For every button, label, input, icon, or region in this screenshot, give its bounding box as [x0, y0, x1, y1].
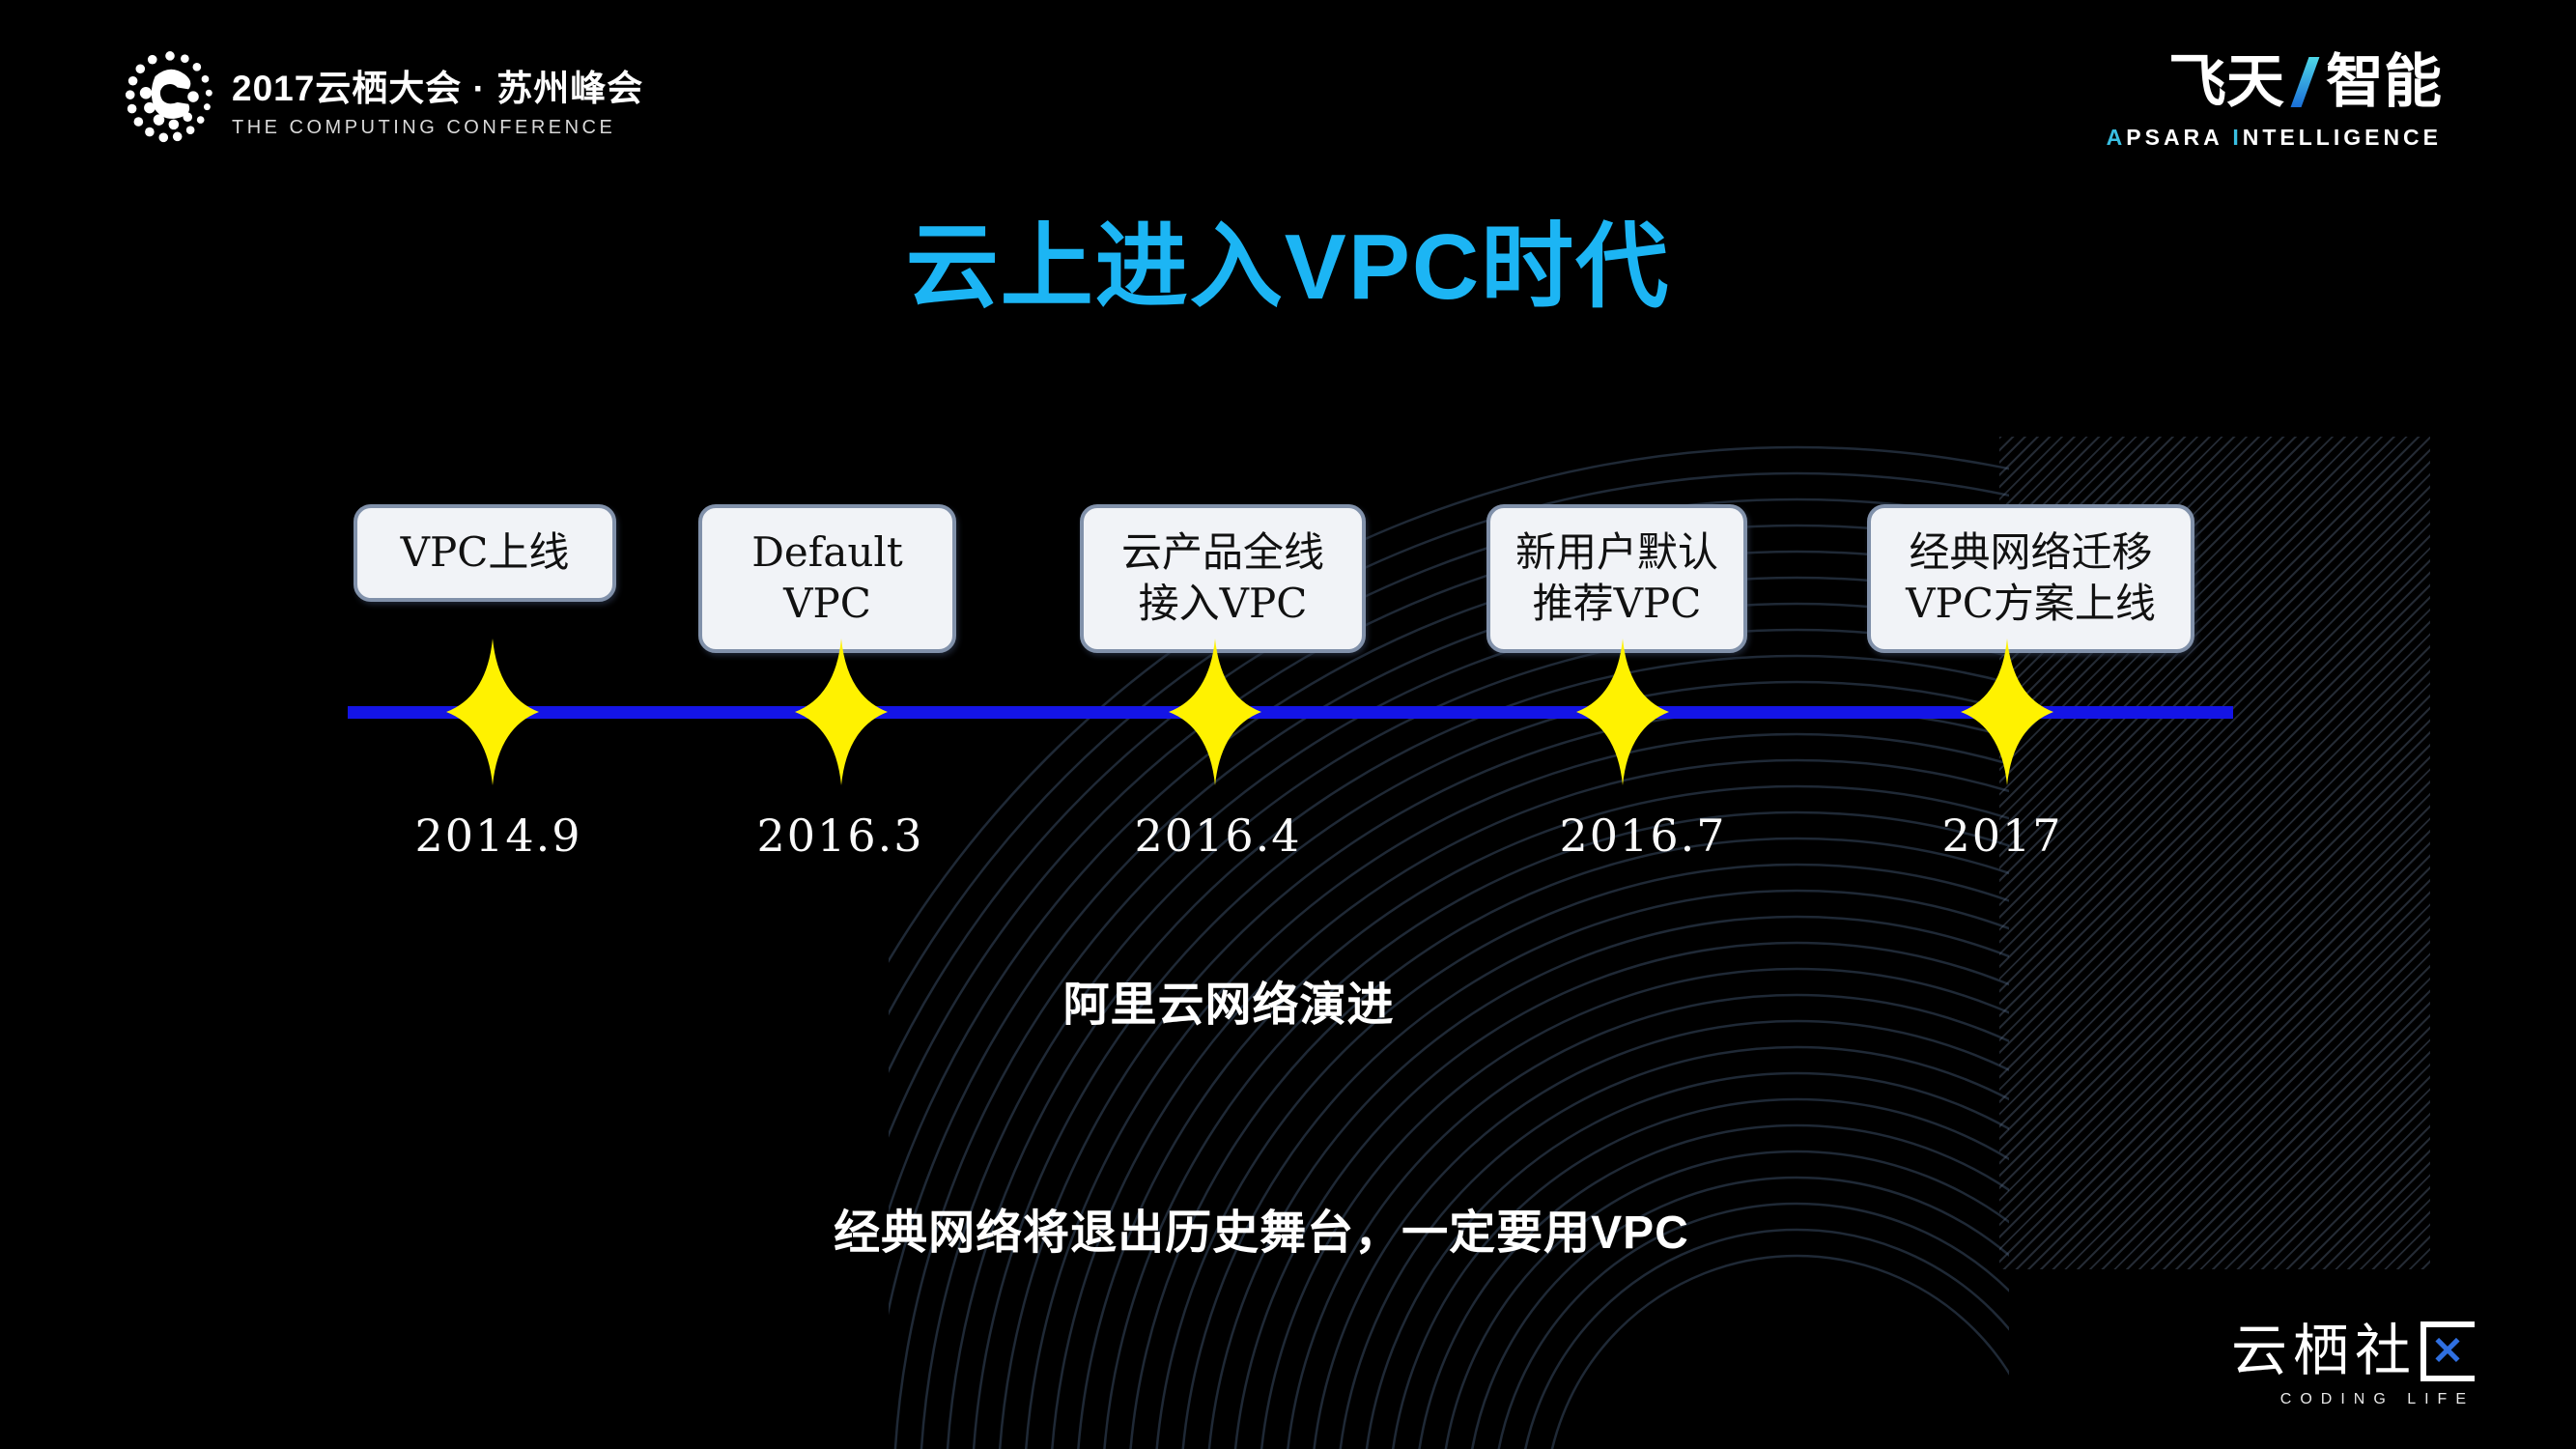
milestone-date: 2016.4 [1134, 810, 1302, 862]
conference-title: 2017云栖大会 · 苏州峰会 [232, 68, 644, 108]
community-logo: 云栖社 ✕ CODING LIFE [2231, 1321, 2475, 1408]
caption-classic-network: 经典网络将退出历史舞台，一定要用VPC [834, 1208, 1689, 1259]
caption-network-evolution: 阿里云网络演进 [1062, 980, 1395, 1031]
star-marker-icon [1169, 639, 1261, 785]
star-marker-icon [795, 639, 888, 785]
conference-logo-icon [125, 51, 212, 143]
community-tagline: CODING LIFE [2279, 1391, 2475, 1407]
conference-logo: 2017云栖大会 · 苏州峰会 THE COMPUTING CONFERENCE [124, 48, 643, 149]
apsara-slash-icon [2290, 57, 2320, 107]
apsara-cn-right: 智能 [2326, 49, 2442, 114]
conference-subtitle: THE COMPUTING CONFERENCE [232, 116, 616, 138]
milestone-date: 2017 [1941, 810, 2063, 862]
community-name: 云栖社 [2230, 1320, 2417, 1382]
milestone-box: 新用户默认 推荐VPC [1486, 504, 1747, 653]
milestone-box: 云产品全线 接入VPC [1080, 504, 1366, 653]
milestone-box: VPC上线 [354, 504, 616, 602]
timeline-line [348, 706, 2233, 719]
apsara-cn-left: 飞天 [2168, 49, 2284, 114]
community-qu-icon: ✕ [2420, 1321, 2475, 1381]
star-marker-icon [446, 639, 539, 785]
milestone-box: 经典网络迁移 VPC方案上线 [1867, 504, 2194, 653]
milestone-date: 2016.7 [1559, 810, 1727, 862]
milestone-date: 2014.9 [414, 810, 582, 862]
apsara-logo: 飞天 智能 APSARA INTELLIGENCE [2107, 53, 2442, 151]
milestone-box: Default VPC [698, 504, 956, 653]
milestone-date: 2016.3 [756, 810, 924, 862]
apsara-en: APSARA INTELLIGENCE [2106, 125, 2442, 150]
star-marker-icon [1961, 639, 2053, 785]
star-marker-icon [1576, 639, 1669, 785]
page-title: 云上进入VPC时代 [905, 215, 1671, 319]
